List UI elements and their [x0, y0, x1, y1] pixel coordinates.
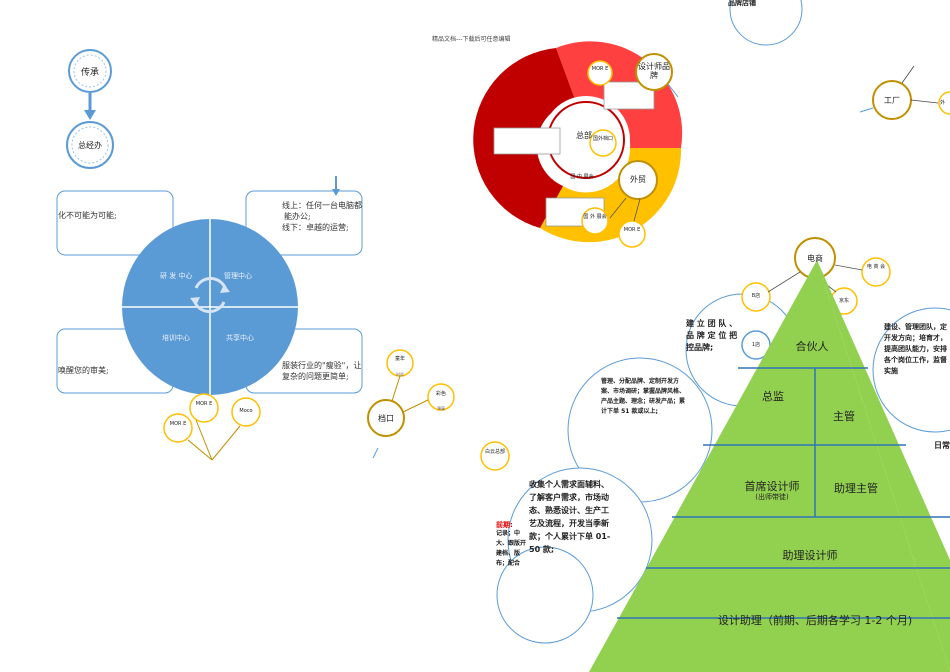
box-bottom-left-text: 唤醒您的审美; [58, 366, 109, 375]
annotation-daily: 日常 [934, 441, 950, 450]
circle-q1-label: 研 发 中心 [160, 272, 193, 280]
pyramid-level3-right: 助理主管 [834, 482, 878, 495]
dianshang-sub-label: 电 商 会 [866, 264, 886, 270]
guowai-bottom-label: 国 外 展会 [583, 214, 607, 220]
annotation-early-label: 前期: [496, 521, 513, 529]
flow-node-top-label: 传承 [80, 68, 99, 78]
box-bottom-right-text: 服装行业的"瘦验"，让 复杂的问题更简单; [282, 360, 362, 382]
annotation-collect-note: 收集个人需求面辅料、了解客户需求，市场动态、熟悉设计、生产工艺及流程，开发当季新… [529, 480, 611, 554]
pyramid-level4: 助理设计师 [782, 549, 838, 562]
pyramid-level2-left: 总监 [762, 390, 784, 403]
b-store-label: B店 [751, 293, 761, 299]
annotation-mid-note: 管理、分配品牌、定制开发方案、市场调研；掌握品牌风格、产品主题、理念；研发产品；… [601, 378, 686, 415]
annotation-early-note: 记录；中大、跟版开建档、版布；配合 [496, 530, 527, 567]
box-bottom-right-line2: 复杂的问题更简单; [282, 372, 349, 381]
flow-node-second [66, 121, 114, 169]
brand-store-label: 品牌店铺 [728, 0, 756, 7]
more-2-label: MOR E [169, 421, 187, 427]
moco-label: Moco [239, 408, 253, 414]
guonei-label: 国 内 展会 [570, 174, 594, 180]
circle-more-1 [189, 393, 219, 423]
box-bottom-right-line1: 服装行业的"瘦验"，让 [282, 361, 362, 370]
dangkou-label: 档口 [378, 414, 394, 423]
center-circle [122, 219, 298, 395]
circle-dangkou [367, 399, 405, 437]
circle-q2-label: 管理中心 [224, 272, 252, 280]
baiyun-label: 白云总部 [484, 449, 505, 455]
pyramid-level2-right: 主管 [833, 410, 855, 423]
box-top-right-line2: 能办公; [284, 212, 311, 221]
flow-node-top [68, 49, 112, 93]
box-top-right [245, 190, 363, 256]
caise-label: 彩色 [435, 391, 446, 397]
donut-more-top-label: MOR E [591, 66, 609, 72]
box-top-right-text: 线上：任何一台电脑都 能办公; 线下：卓越的运营; [282, 200, 362, 233]
header-note: 精品文档---下载后可任意编辑 [432, 36, 511, 43]
tongnian-label: 童年 [394, 356, 405, 362]
factory-label: 工厂 [884, 96, 900, 105]
annotation-brand-team: 建 立 团 队 、品 牌 定 位 把 控品牌; [686, 319, 738, 352]
box-top-left [56, 190, 174, 256]
flow-node-second-label: 总经办 [78, 141, 102, 150]
box-top-right-line3: 线下：卓越的运营; [282, 223, 349, 232]
annotation-right-note: 建设、管理团队，定开发方向；培育才，提高团队能力，安排各个岗位工作，监督实施 [884, 323, 947, 375]
pyramid-level1: 合伙人 [795, 340, 829, 353]
circle-brand-store [729, 0, 803, 46]
guowai-top-label: 国外档口 [592, 136, 613, 142]
circle-baiyun [480, 441, 510, 471]
pyramid [589, 260, 950, 672]
caise-sub-label: 薄藤 [437, 406, 445, 411]
donut-more-bottom-label: MOR E [623, 227, 641, 233]
dianshang-label: 电商 [807, 254, 823, 263]
designer-brand-label: 设计师品牌 [638, 62, 670, 80]
donut-chart [473, 41, 683, 248]
circle-q3-label: 培训中心 [162, 334, 190, 342]
circle-q4-label: 共享中心 [226, 334, 254, 342]
wai-label: 外 [940, 100, 946, 106]
circle-more-2 [163, 413, 193, 443]
pyramid-level3-left: 首席设计师 [744, 480, 800, 493]
more-1-label: MOR E [195, 401, 213, 407]
box-top-left-text: 化不可能为可能; [58, 211, 117, 220]
tongnian-sub-label: 时尚 [396, 372, 404, 377]
circle-moco [231, 397, 261, 427]
jd-label: 京东 [838, 298, 849, 304]
one-store-label: 1店 [751, 342, 761, 348]
donut-center-label: 总部 [576, 131, 592, 140]
box-top-right-line1: 线上：任何一台电脑都 [282, 201, 362, 210]
waimao-label: 外贸 [630, 175, 646, 184]
pyramid-level3-left-sub: (出师带徒) [755, 493, 789, 501]
pyramid-level5: 设计助理（前期、后期各学习 1-2 个月) [717, 614, 913, 627]
flow-arrow-head [84, 110, 96, 120]
